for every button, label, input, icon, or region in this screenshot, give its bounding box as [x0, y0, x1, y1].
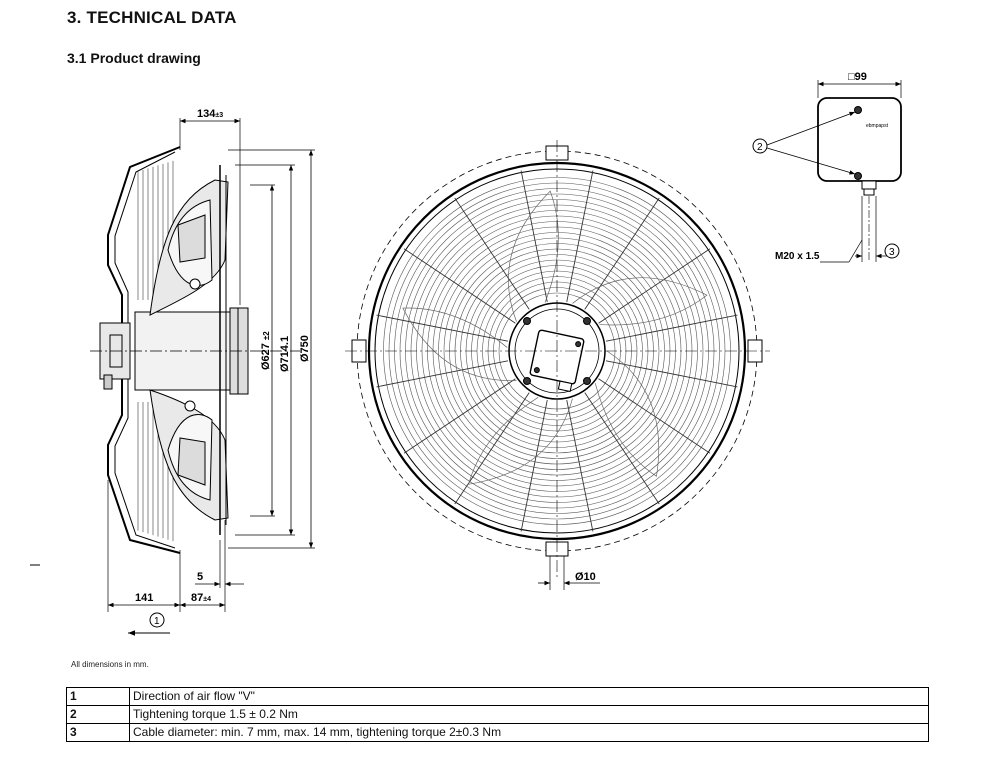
dim-dia-627: Ø627±2	[260, 331, 272, 370]
legend-row: 3 Cable diameter: min. 7 mm, max. 14 mm,…	[66, 723, 929, 742]
terminal-box	[752, 80, 902, 263]
legend-row: 1 Direction of air flow "V"	[66, 687, 929, 706]
dim-bottom-5: 5	[197, 571, 203, 583]
dim-depth-134: 134±3	[197, 108, 223, 120]
side-view	[30, 118, 315, 636]
dim-hole-10: Ø10	[575, 571, 596, 583]
front-view	[345, 140, 770, 590]
legend-text: Tightening torque 1.5 ± 0.2 Nm	[129, 705, 929, 724]
section-heading: 3. TECHNICAL DATA	[67, 8, 237, 27]
dim-bottom-87: 87±4	[191, 592, 211, 604]
callout-2-label: 2	[757, 142, 763, 153]
legend-text: Cable diameter: min. 7 mm, max. 14 mm, t…	[129, 723, 929, 742]
legend-num: 1	[66, 687, 130, 706]
legend-text: Direction of air flow "V"	[129, 687, 929, 706]
callout-1-label: 1	[154, 616, 160, 627]
callout-1-circle	[149, 612, 165, 628]
legend-table: 1 Direction of air flow "V" 2 Tightening…	[66, 687, 929, 742]
legend-num: 3	[66, 723, 130, 742]
dim-thread: M20 x 1.5	[775, 251, 820, 262]
section-subheading: 3.1 Product drawing	[67, 50, 201, 66]
dim-dia-714: Ø714.1	[279, 336, 291, 372]
dim-box-99: □99	[848, 71, 867, 83]
dim-dia-750: Ø750	[299, 335, 311, 362]
box-brand-logo: ebmpapst	[866, 123, 889, 129]
dimensions-note: All dimensions in mm.	[71, 660, 149, 669]
legend-row: 2 Tightening torque 1.5 ± 0.2 Nm	[66, 705, 929, 724]
dim-bottom-141: 141	[135, 592, 153, 604]
product-drawing: 134±3 Ø627±2 Ø714.1 Ø750 141 5 87±4 1	[30, 71, 902, 636]
legend-num: 2	[66, 705, 130, 724]
callout-3-label: 3	[889, 247, 895, 258]
